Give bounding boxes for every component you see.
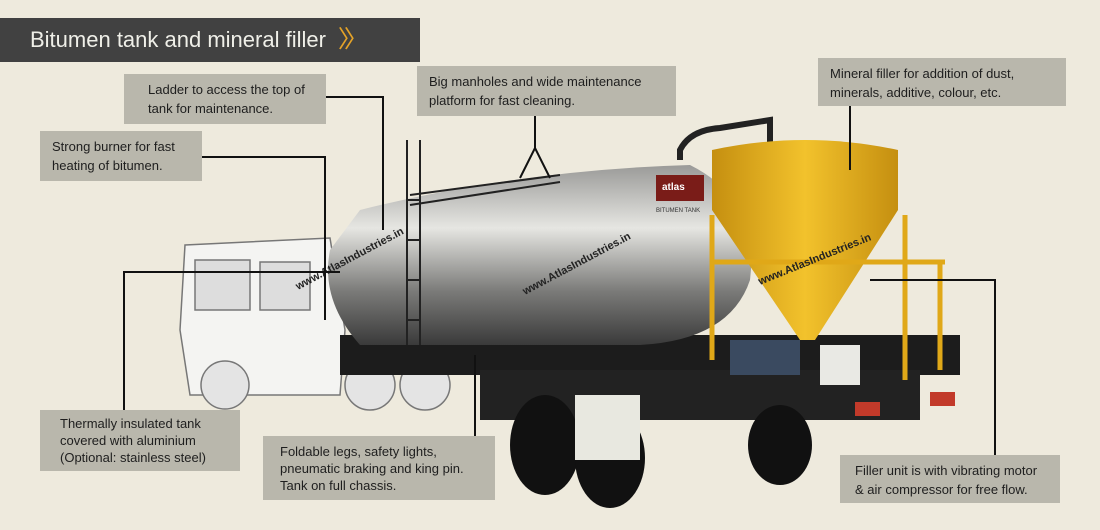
- ladder: [406, 140, 421, 345]
- page-title: Bitumen tank and mineral filler: [30, 27, 326, 52]
- tail-light: [930, 392, 955, 406]
- callout-manholes: Big manholes and wide maintenance platfo…: [417, 66, 676, 116]
- truck-cab-sketch: [179, 237, 451, 411]
- callout-text: Ladder to access the top of tank for mai…: [148, 82, 305, 116]
- callout-text: Filler unit is with vibrating motor & ai…: [855, 463, 1038, 497]
- tank-label-text: BITUMEN TANK: [656, 208, 700, 214]
- tail-light: [855, 402, 880, 416]
- callout-text: Foldable legs, safety lights, pneumatic …: [280, 444, 464, 493]
- callout-foldable-legs: Foldable legs, safety lights, pneumatic …: [263, 436, 495, 500]
- callout-mineral-filler: Mineral filler for addition of dust, min…: [818, 58, 1066, 106]
- callout-insulated-tank: Thermally insulated tank covered with al…: [40, 410, 240, 471]
- callout-ladder: Ladder to access the top of tank for mai…: [124, 74, 326, 124]
- motor: [730, 340, 800, 375]
- tank-logo: [656, 175, 704, 201]
- mudguard: [575, 395, 640, 460]
- callout-text: Strong burner for fast heating of bitume…: [52, 139, 175, 173]
- callout-text: Thermally insulated tank covered with al…: [60, 416, 206, 465]
- bitumen-tank: [328, 165, 752, 345]
- callout-burner: Strong burner for fast heating of bitume…: [40, 131, 202, 181]
- title-bar: Bitumen tank and mineral filler〉〉: [0, 18, 420, 62]
- callout-text: Big manholes and wide maintenance platfo…: [429, 74, 642, 108]
- callout-text: Mineral filler for addition of dust, min…: [830, 66, 1015, 100]
- tank-logo-text: atlas: [662, 182, 685, 193]
- mineral-filler-hopper: [712, 140, 898, 340]
- platform-railing: [409, 174, 561, 206]
- leader-lines: [123, 96, 996, 455]
- callout-filler-unit: Filler unit is with vibrating motor & ai…: [840, 455, 1060, 503]
- vent-pipe: [677, 116, 773, 160]
- compressor: [820, 345, 860, 385]
